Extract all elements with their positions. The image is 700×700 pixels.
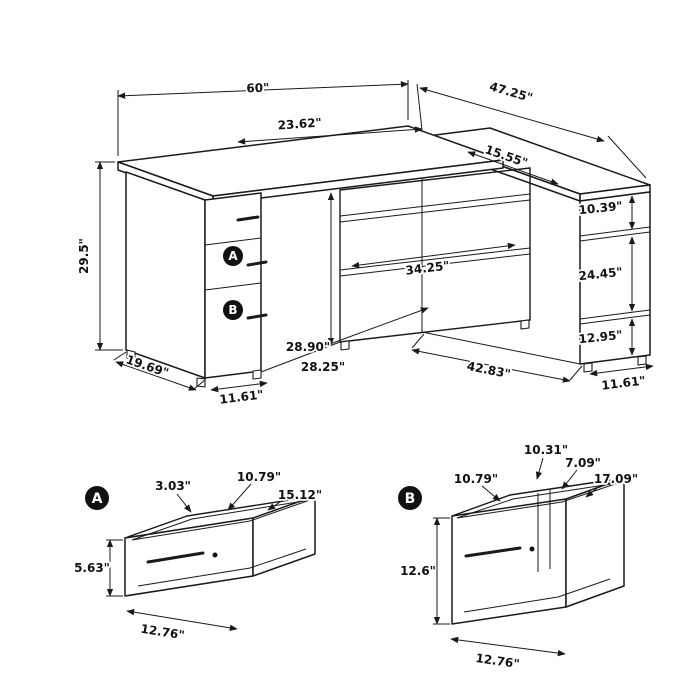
main-view: A B 60" 47.25" 23.62" (75, 78, 654, 408)
dim-return-end-width: 11.61" (589, 363, 654, 394)
dim-cubby-middle-label: 24.45" (578, 265, 623, 284)
dim-knee-width: 28.90" (284, 307, 429, 356)
dim-cubby-bottom-label: 12.95" (578, 328, 623, 347)
dim-b-back-gap: 7.09" (561, 454, 603, 490)
drawer-handle (464, 546, 522, 558)
dim-return-base-label: 42.83" (466, 359, 512, 381)
dim-b-width-label: 12.76" (475, 651, 521, 671)
dim-a-width-label: 12.76" (140, 622, 186, 643)
dim-desk-width: 60" (117, 79, 409, 156)
dim-cubby-middle: 24.45" (576, 236, 636, 312)
dim-pedestal-width-label: 11.61" (219, 387, 265, 406)
handle-screw (212, 552, 218, 558)
dim-a-side-height-label: 3.03" (155, 479, 191, 493)
detail-b-view: B 12.6" 12.76" (398, 441, 640, 673)
dim-desk-depth: 23.62" (237, 114, 423, 145)
drawer-b-badge-label: B (228, 303, 237, 317)
dim-b-inner-depth: 10.31" (522, 441, 570, 480)
drawer-a-badge-label: A (228, 249, 238, 263)
shelf-foot (520, 319, 530, 330)
dim-b-height: 12.6" (398, 517, 450, 625)
detail-a-badge: A (85, 486, 109, 510)
dim-cubby-top-label: 10.39" (578, 199, 623, 218)
dim-b-depth-label: 17.09" (594, 472, 638, 486)
dim-a-inner-width: 10.79" (227, 468, 283, 511)
detail-b-drawer (451, 477, 625, 625)
pedestal-foot (126, 349, 136, 361)
drawer-a-badge: A (223, 246, 243, 266)
dim-desk-height: 29.5" (75, 161, 123, 351)
dim-desk-height-label: 29.5" (77, 238, 91, 274)
drawer-handle (146, 551, 205, 564)
dim-b-inner-width-label: 10.79" (454, 472, 498, 486)
dim-a-depth: 15.12" (267, 486, 324, 511)
drawer-handle (236, 215, 260, 222)
dim-cubby-top: 10.39" (576, 195, 636, 230)
dim-a-side-height: 3.03" (153, 477, 193, 513)
dim-return-base: 42.83" (411, 333, 583, 383)
dim-desk-depth-label: 23.62" (277, 115, 322, 132)
detail-a-drawer (124, 495, 316, 597)
dim-a-inner-width-label: 10.79" (237, 470, 281, 484)
dim-b-height-label: 12.6" (400, 564, 436, 578)
dim-b-inner-depth-label: 10.31" (524, 443, 568, 457)
detail-b-dimensions: 12.6" 12.76" 10.31" 7.09" 17.09" 10.79" (398, 441, 640, 673)
dim-desk-width-label: 60" (246, 81, 269, 96)
dim-knee-height-label: 28.25" (301, 360, 345, 374)
detail-b-badge: B (398, 486, 422, 510)
dim-cubby-bottom: 12.95" (576, 318, 636, 356)
return-foot (583, 362, 593, 373)
dim-a-height: 5.63" (72, 539, 123, 597)
dim-knee-height: 28.25" (299, 192, 347, 376)
dim-pedestal-width: 11.61" (210, 380, 268, 408)
dim-a-height-label: 5.63" (74, 561, 110, 575)
handle-screw (529, 546, 535, 552)
dim-knee-width-label: 28.90" (286, 340, 330, 354)
return-foot (637, 355, 647, 366)
dim-b-width: 12.76" (450, 636, 566, 673)
detail-a-dimensions: 5.63" 12.76" 3.03" 10.79" 15.12" (72, 468, 324, 644)
under-desk-shelves (339, 167, 531, 351)
dim-shelf-length: 34.25" (351, 242, 516, 279)
dim-return-end-width-label: 11.61" (601, 373, 647, 392)
dim-b-depth: 17.09" (585, 470, 640, 498)
detail-a-view: A 5.63" 12.76" (72, 468, 324, 644)
shelf-foot (340, 340, 350, 351)
dim-a-depth-label: 15.12" (278, 488, 322, 502)
drawer-pedestal (125, 171, 341, 388)
pedestal-foot (252, 369, 262, 380)
dim-b-inner-width: 10.79" (452, 470, 501, 502)
drawer-b-badge: B (223, 300, 243, 320)
drawer-handle (246, 260, 268, 267)
drawer-handle (246, 313, 268, 320)
dim-return-length-label: 47.25" (488, 79, 534, 105)
dim-a-width: 12.76" (126, 609, 238, 644)
detail-a-badge-label: A (92, 491, 103, 507)
dim-b-back-gap-label: 7.09" (565, 456, 601, 470)
detail-b-badge-label: B (405, 491, 416, 507)
